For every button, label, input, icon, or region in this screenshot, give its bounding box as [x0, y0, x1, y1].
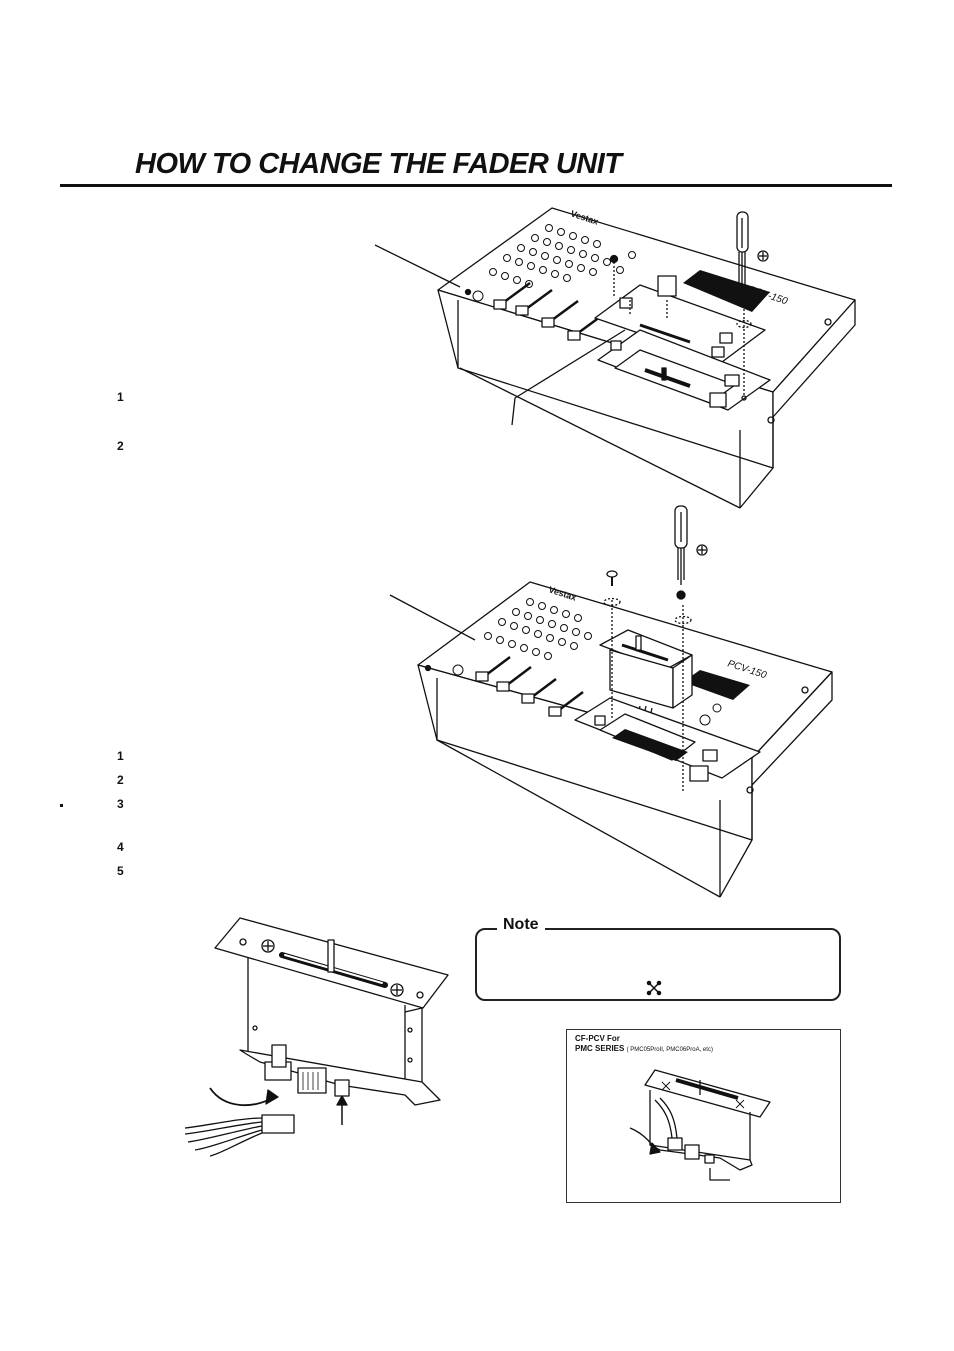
- connector-icon: [261, 1114, 295, 1134]
- inset-title-line2: PMC SERIES: [575, 1044, 625, 1053]
- mixer-diagram-2: PCV-150 Vestax: [389, 505, 833, 898]
- inset-title-line1: CF-PCV For: [575, 1034, 620, 1043]
- inset-title: CF-PCV For PMC SERIES ( PMC05ProII, PMC0…: [575, 1034, 713, 1055]
- note-label: Note: [497, 916, 545, 934]
- step-2-4: 4: [117, 840, 124, 854]
- screw-icon: [606, 570, 618, 586]
- note-cross-icon: [646, 980, 662, 996]
- step-2-3: 3: [117, 797, 124, 811]
- phillips-screw-icon: [757, 250, 769, 262]
- inset-models: ( PMC05ProII, PMC06ProA, etc): [626, 1047, 713, 1053]
- step-2-2: 2: [117, 773, 124, 787]
- page-title: HOW TO CHANGE THE FADER UNIT: [135, 148, 622, 180]
- inset-diagram: [629, 1069, 771, 1181]
- phillips-screw-icon-2: [696, 544, 708, 556]
- screwdriver-icon: [736, 211, 749, 305]
- cross-screw-icon: [261, 939, 404, 997]
- step-2-5: 5: [117, 864, 124, 878]
- step-2-1: 1: [117, 749, 124, 763]
- title-rule: [60, 184, 892, 187]
- screwdriver-icon-2: [674, 505, 688, 600]
- step-1-2: 2: [117, 439, 124, 453]
- inset-frame: [566, 1029, 841, 1203]
- mixer-diagram-1: PCV-150 Vestax: [374, 207, 856, 509]
- step-1-1: 1: [117, 390, 124, 404]
- fader-closeup-diagram: [184, 917, 449, 1157]
- note-box: [475, 928, 841, 1001]
- margin-bullet: [60, 804, 63, 807]
